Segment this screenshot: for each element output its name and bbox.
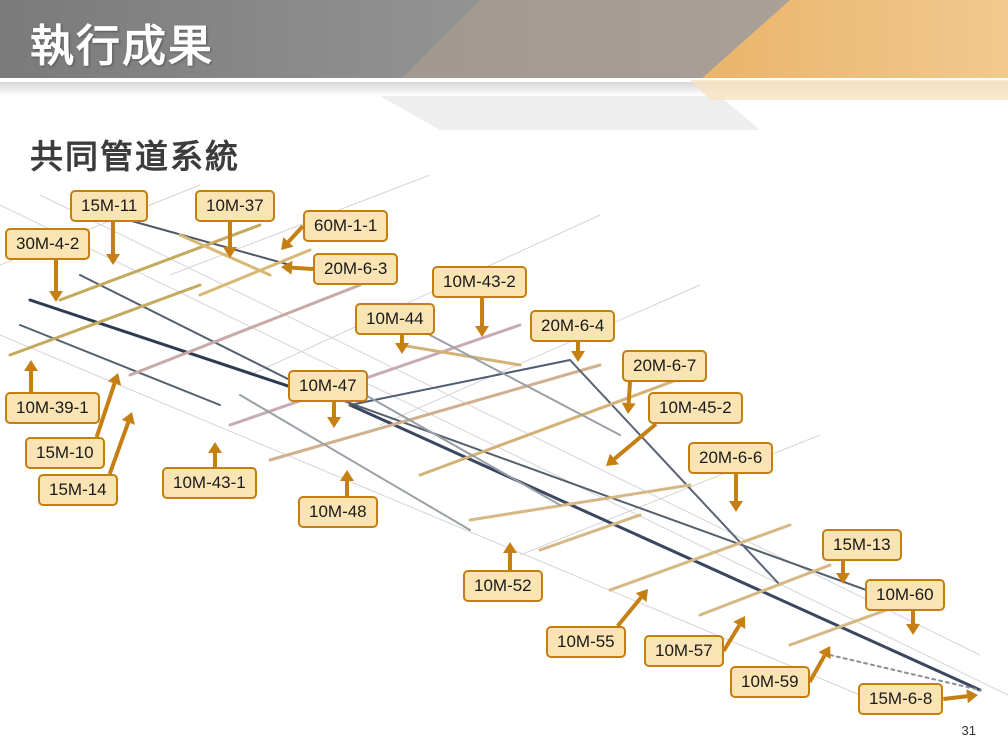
pipe-label-10m-52: 10M-52 [463, 570, 543, 602]
slide-title: 執行成果 [30, 21, 214, 72]
pipe-label-10m-60: 10M-60 [865, 579, 945, 611]
pipe-label-20m-6-3: 20M-6-3 [313, 253, 399, 285]
pipe-label-10m-59: 10M-59 [730, 666, 810, 698]
header-band [0, 0, 1008, 130]
pipe-label-15m-10: 15M-10 [25, 437, 105, 469]
pipe-label-15m-14: 15M-14 [38, 474, 118, 506]
pipe-label-10m-45-2: 10M-45-2 [648, 392, 743, 424]
pipe-label-30m-4-2: 30M-4-2 [5, 228, 91, 260]
pipe-label-10m-39-1: 10M-39-1 [5, 392, 100, 424]
pipe-label-10m-47: 10M-47 [288, 370, 368, 402]
pipe-label-60m-1-1: 60M-1-1 [303, 210, 389, 242]
pipe-label-10m-37: 10M-37 [195, 190, 275, 222]
slide-subtitle: 共同管道系統 [30, 137, 240, 176]
pipe-label-10m-43-1: 10M-43-1 [162, 467, 257, 499]
pipe-label-20m-6-6: 20M-6-6 [688, 442, 774, 474]
pipe-label-20m-6-7: 20M-6-7 [622, 350, 708, 382]
pipe-label-10m-48: 10M-48 [298, 496, 378, 528]
utility-tunnel-map [0, 175, 1008, 696]
pipe-label-15m-11: 15M-11 [70, 190, 149, 222]
pipe-label-20m-6-4: 20M-6-4 [530, 310, 616, 342]
tunnel-network [8, 214, 982, 692]
pipe-label-15m-13: 15M-13 [822, 529, 902, 561]
street-grid [0, 175, 1008, 696]
pipe-label-10m-57: 10M-57 [644, 635, 724, 667]
pipe-label-15m-6-8: 15M-6-8 [858, 683, 944, 715]
pipe-label-10m-43-2: 10M-43-2 [432, 266, 527, 298]
pipe-label-10m-55: 10M-55 [546, 626, 626, 658]
pipe-label-10m-44: 10M-44 [355, 303, 435, 335]
page-number: 31 [961, 723, 976, 738]
